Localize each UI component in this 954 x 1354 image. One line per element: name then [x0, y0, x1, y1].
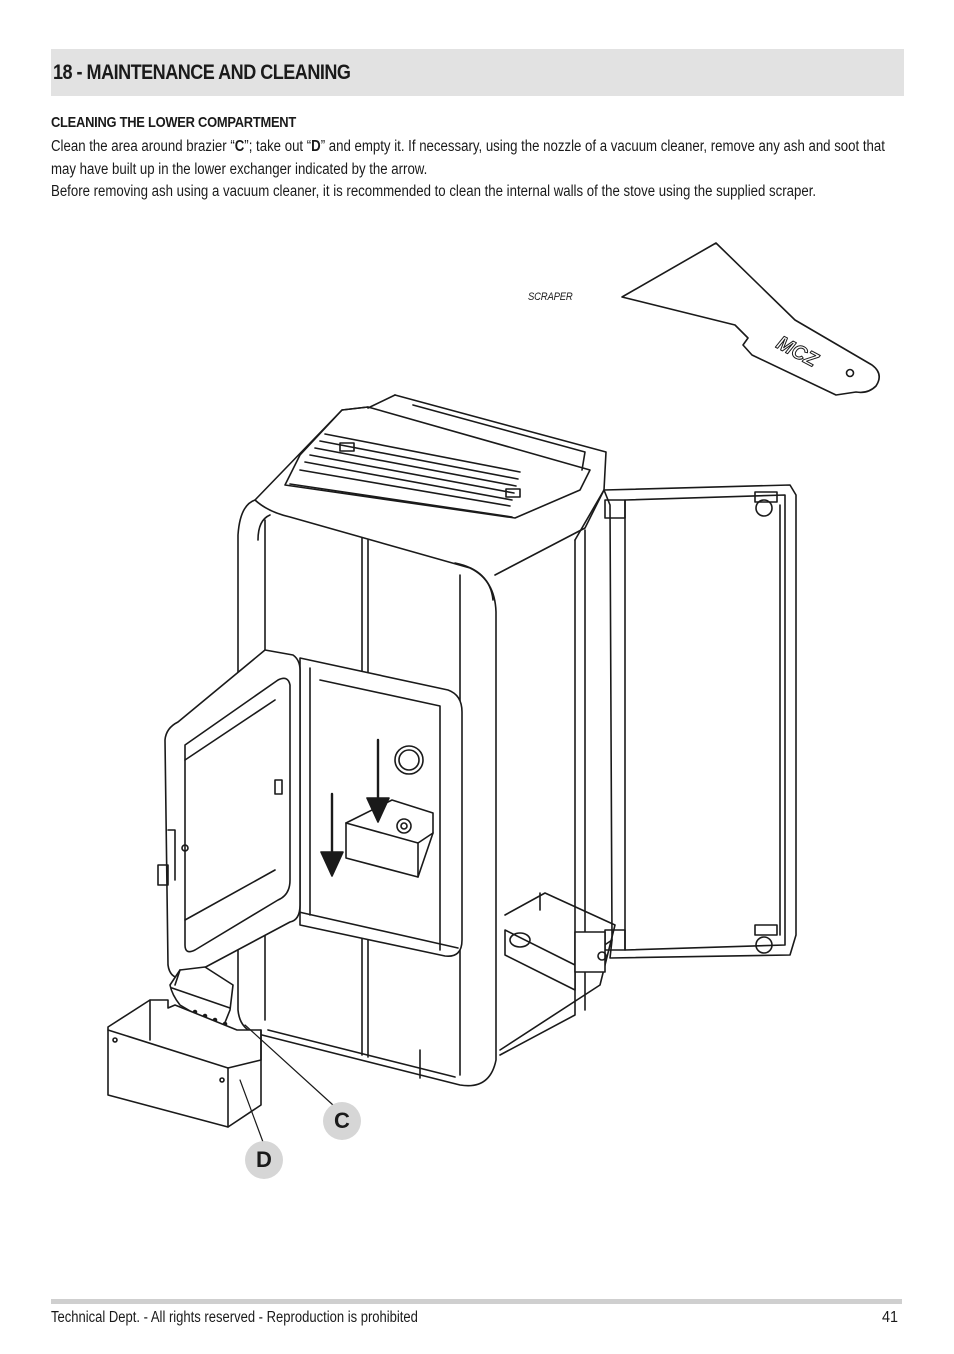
callout-c: C — [323, 1102, 361, 1140]
p1-text-3: ” and empty it. If necessary, using the … — [51, 138, 885, 178]
footer-text: Technical Dept. - All rights reserved - … — [51, 1309, 418, 1326]
page-number: 41 — [882, 1309, 899, 1326]
p1-ref-d: D — [311, 138, 321, 155]
stove-firebox-interior — [289, 657, 463, 957]
section-header-bar: 18 - MAINTENANCE AND CLEANING — [51, 49, 904, 96]
scraper-illustration: MCZ — [621, 242, 880, 396]
stove-front-door — [157, 649, 301, 980]
body-text: Clean the area around brazier “C”; take … — [51, 136, 904, 204]
footer-rule — [51, 1299, 902, 1304]
paragraph-2: Before removing ash using a vacuum clean… — [51, 183, 817, 200]
p1-text-2: ”; take out “ — [244, 138, 312, 155]
paragraph-1: Clean the area around brazier “C”; take … — [51, 136, 904, 181]
brazier-c-drawing — [169, 966, 234, 1031]
p1-text-1: Clean the area around brazier “ — [51, 138, 235, 155]
stove-bottom-slide — [499, 892, 616, 1051]
p1-ref-c: C — [234, 138, 245, 155]
subheading: CLEANING THE LOWER COMPARTMENT — [51, 114, 296, 131]
section-title: 18 - MAINTENANCE AND CLEANING — [53, 60, 351, 84]
ash-box-d-drawing — [107, 999, 262, 1128]
stove-side-panel — [603, 484, 797, 959]
callout-d: D — [245, 1141, 283, 1179]
stove-top-box — [284, 394, 607, 541]
leader-line-d — [239, 1079, 264, 1143]
scraper-label: SCRAPER — [528, 291, 573, 303]
leader-line-c — [244, 1024, 334, 1106]
